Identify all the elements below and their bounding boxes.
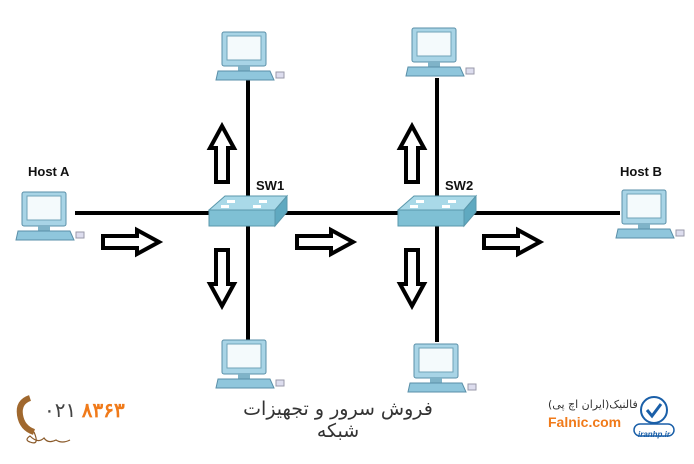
phone-icon — [16, 395, 71, 444]
sw1-label: SW1 — [256, 178, 285, 193]
sw2-label: SW2 — [445, 178, 474, 193]
switch-sw1 — [208, 195, 288, 227]
arrow-right-icon — [482, 228, 542, 256]
arrow-down-icon — [208, 248, 236, 308]
pc-host-a — [15, 191, 85, 241]
pc-top-1 — [215, 31, 285, 81]
arrow-up-icon — [208, 124, 236, 184]
arrow-up-icon — [398, 124, 426, 184]
brand-name-fa: فالنیک(ایران اچ پی) — [548, 398, 638, 411]
arrow-down-icon — [398, 248, 426, 308]
phone-short-number: ۸۳۶۳ — [81, 400, 125, 422]
pc-bottom-1 — [215, 339, 285, 389]
logo-text: iranhp.ir — [637, 430, 670, 439]
arrow-right-icon — [101, 228, 161, 256]
footer-title: فروش سرور و تجهیزات شبکه — [243, 398, 433, 442]
host-a-label: Host A — [28, 164, 70, 179]
brand-name-en: Falnic.com — [548, 414, 622, 430]
phone-prefix: ۰۲۱ — [44, 400, 77, 422]
host-b-label: Host B — [620, 164, 662, 179]
arrow-right-icon — [295, 228, 355, 256]
pc-host-b — [615, 189, 685, 239]
switch-sw2 — [397, 195, 477, 227]
pc-top-2 — [405, 27, 475, 77]
pc-bottom-2 — [407, 343, 477, 393]
brand-logo-icon — [633, 396, 675, 437]
phone-number: ۰۲۱ ۸۳۶۳ — [44, 398, 125, 423]
